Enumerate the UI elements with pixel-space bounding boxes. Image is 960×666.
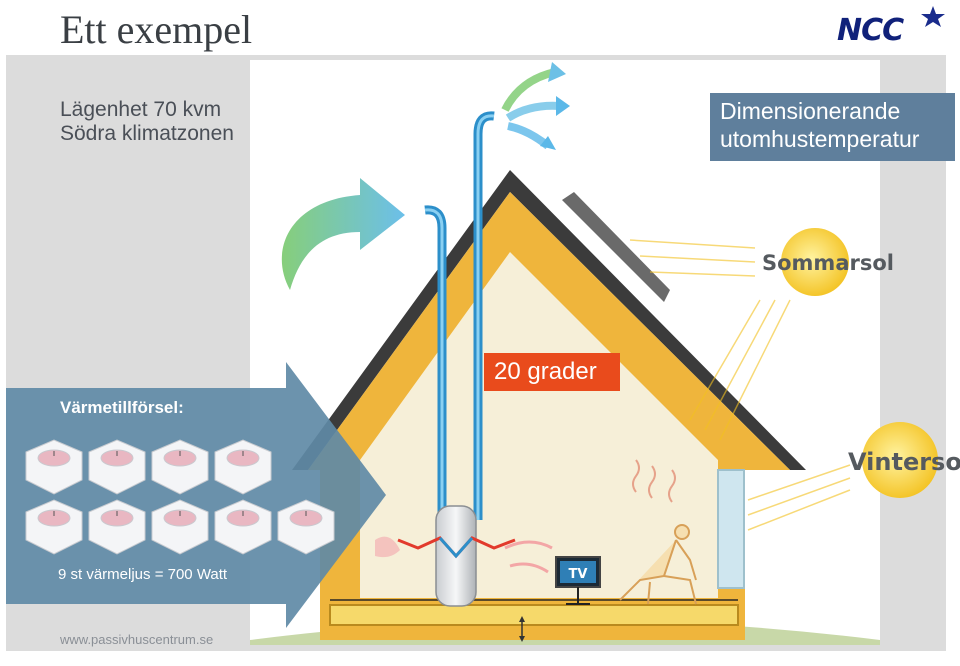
summer-sun-label: Sommarsol bbox=[762, 251, 894, 275]
exhaust-flow-2 bbox=[505, 101, 561, 122]
tv-label: TV bbox=[569, 567, 588, 582]
tealight-candle-icon bbox=[151, 499, 209, 555]
candle-group bbox=[25, 439, 335, 555]
tealight-candle-icon bbox=[277, 499, 335, 555]
winter-sun-icon bbox=[862, 422, 938, 498]
air-heat-exchange-blue bbox=[438, 537, 474, 559]
apartment-size: Lägenhet 70 kvm bbox=[60, 98, 222, 121]
air-swirl-right-2 bbox=[509, 562, 549, 574]
exhaust-arrowhead-2 bbox=[556, 96, 570, 116]
indoor-temperature-box: 20 grader bbox=[484, 353, 620, 391]
heat-wave-1 bbox=[632, 459, 640, 493]
floor-slab bbox=[329, 604, 739, 626]
summer-sun-icon bbox=[781, 228, 849, 296]
winter-rays bbox=[747, 464, 851, 531]
website-url: www.passivhuscentrum.se bbox=[60, 632, 214, 647]
thickness-arrow-up bbox=[519, 616, 525, 622]
apartment-info: Lägenhet 70 kvm Södra klimatzonen bbox=[60, 98, 234, 146]
person-in-chair-icon bbox=[619, 524, 697, 605]
heat-wave-3 bbox=[668, 469, 676, 503]
ncc-logo-text: NCC bbox=[837, 13, 904, 46]
exhaust-arrowhead-3 bbox=[540, 136, 556, 150]
roof-edge bbox=[292, 170, 806, 470]
tealight-candle-icon bbox=[88, 439, 146, 495]
heat-wave-2 bbox=[648, 465, 656, 499]
climate-zone: Södra klimatzonen bbox=[60, 122, 234, 145]
ncc-logo-graphic: NCC bbox=[837, 6, 945, 48]
summer-rays bbox=[629, 239, 791, 441]
heat-input-arrow bbox=[6, 362, 386, 628]
incoming-air-arrow bbox=[281, 178, 405, 290]
solar-panel bbox=[562, 192, 670, 302]
exhaust-arrowhead-1 bbox=[548, 62, 566, 82]
window bbox=[717, 469, 745, 589]
candles-summary: 9 st värmeljus = 700 Watt bbox=[58, 566, 228, 583]
air-swirl-right bbox=[504, 540, 553, 550]
tealight-candle-icon bbox=[151, 439, 209, 495]
outdoor-temp-line1: Dimensionerande bbox=[720, 98, 901, 124]
tealight-candle-icon bbox=[214, 499, 272, 555]
ncc-logo: NCC bbox=[835, 2, 947, 51]
air-swirl-left bbox=[375, 536, 400, 558]
exhaust-flow-1 bbox=[501, 68, 556, 112]
tealight-candle-icon bbox=[25, 499, 83, 555]
star-icon bbox=[921, 6, 945, 27]
winter-sun-label: Vintersol bbox=[848, 448, 960, 476]
heating-title: Värmetillförsel: bbox=[60, 398, 184, 417]
thickness-arrow-down bbox=[519, 636, 525, 642]
tealight-candle-icon bbox=[214, 439, 272, 495]
tealight-candle-icon bbox=[25, 439, 83, 495]
outdoor-temp-line2: utomhustemperatur bbox=[720, 126, 920, 152]
outdoor-temperature-box: Dimensionerande utomhustemperatur bbox=[710, 93, 955, 161]
supply-duct-highlight bbox=[424, 208, 444, 520]
exhaust-duct-highlight bbox=[476, 114, 495, 520]
tealight-candle-icon bbox=[88, 499, 146, 555]
tv-display bbox=[560, 561, 596, 583]
slide-title: Ett exempel bbox=[60, 7, 253, 52]
